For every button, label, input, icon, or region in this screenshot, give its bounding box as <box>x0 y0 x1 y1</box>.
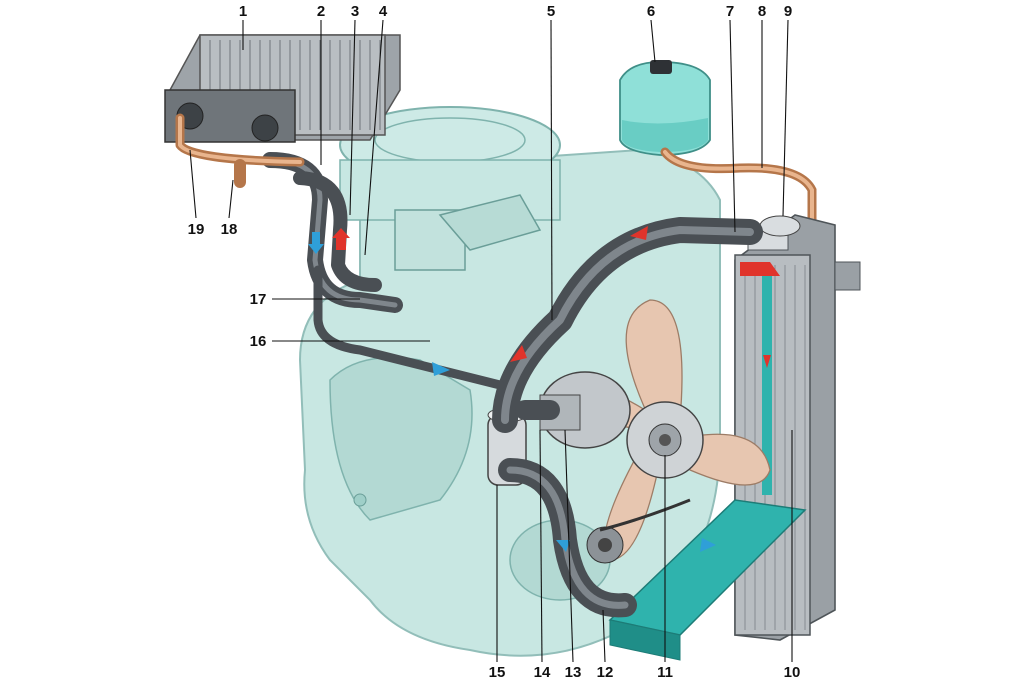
callout-17: 17 <box>250 291 267 308</box>
leader-lines <box>189 19 793 663</box>
callout-15: 15 <box>489 664 506 681</box>
callout-4: 4 <box>379 3 388 20</box>
callout-19: 19 <box>188 221 205 238</box>
hose-icon <box>175 113 763 618</box>
radiator-icon <box>608 214 861 661</box>
callout-16: 16 <box>250 333 267 350</box>
reservoir-icon <box>619 60 711 156</box>
callout-18: 18 <box>221 221 238 238</box>
callout-10: 10 <box>784 664 801 681</box>
callout-2: 2 <box>317 3 325 20</box>
callout-13: 13 <box>565 664 582 681</box>
flow-arrow-icon <box>308 226 771 552</box>
callout-6: 6 <box>647 3 655 20</box>
callout-8: 8 <box>758 3 766 20</box>
radiator-cap <box>759 215 801 237</box>
water-pump-icon <box>539 371 691 564</box>
heater-core-icon <box>164 34 401 143</box>
callout-14: 14 <box>534 664 551 681</box>
callout-7: 7 <box>726 3 734 20</box>
callout-1: 1 <box>239 3 247 20</box>
callout-12: 12 <box>597 664 614 681</box>
callout-11: 11 <box>657 664 673 681</box>
callout-9: 9 <box>784 3 792 20</box>
callout-5: 5 <box>547 3 555 20</box>
callout-labels: 1 2 3 4 5 6 7 8 9 10 11 12 13 14 15 16 1… <box>188 3 801 681</box>
callout-3: 3 <box>351 3 359 20</box>
